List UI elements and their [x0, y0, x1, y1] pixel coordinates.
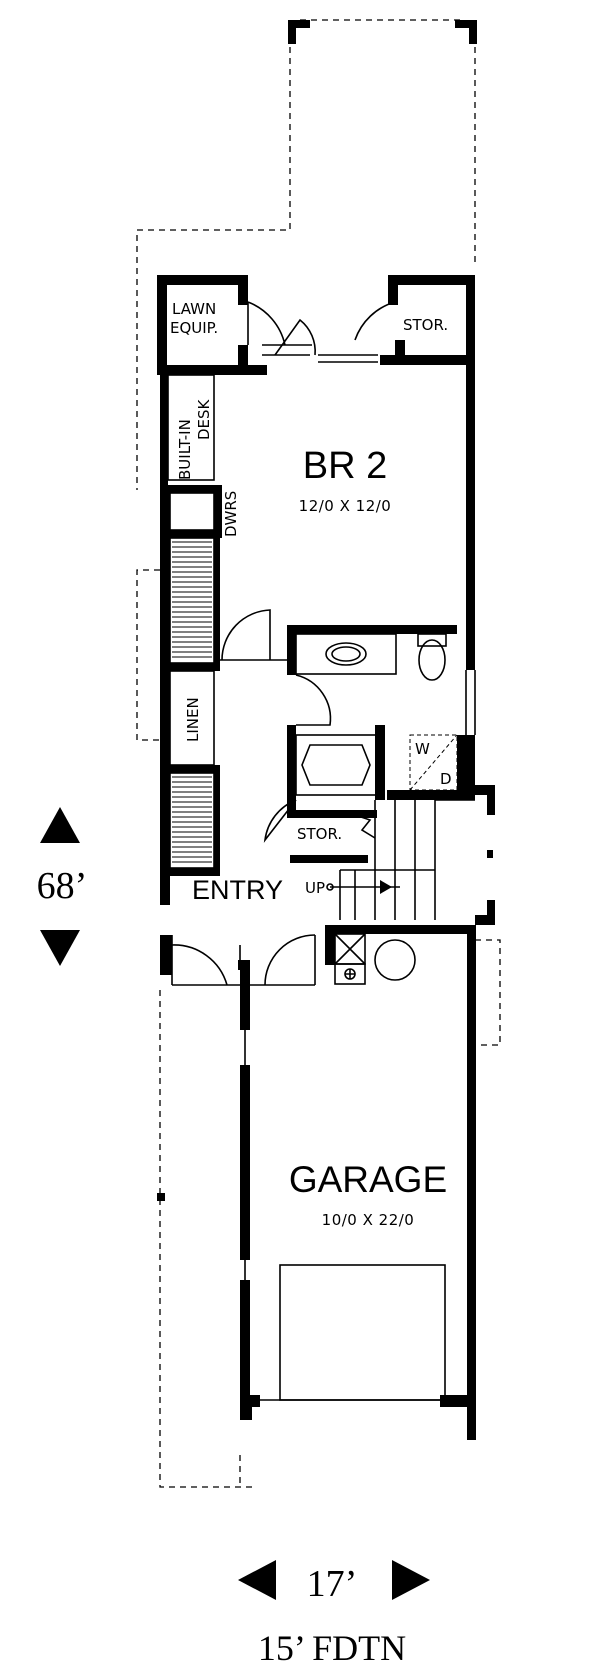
- washer-label: W: [415, 740, 430, 758]
- closet-hatching: [172, 541, 212, 863]
- depth-dimension: 68’: [37, 807, 88, 966]
- fixtures: [167, 301, 476, 1401]
- linen-label: LINEN: [184, 697, 202, 742]
- builtin-desk-label-1: BUILT-IN: [176, 419, 194, 480]
- br2-dims: 12/0 X 12/0: [299, 497, 392, 515]
- right-arrow-icon: [392, 1560, 430, 1600]
- stairs: [330, 799, 475, 920]
- dashed-outlines: [136, 19, 501, 1488]
- stor-top-label: STOR.: [403, 316, 448, 334]
- lawn-equip-label-1: LAWN: [172, 300, 216, 318]
- dwrs-label: DWRS: [222, 491, 240, 537]
- dryer-label: D: [440, 770, 452, 788]
- lawn-equip-label-2: EQUIP.: [170, 319, 218, 337]
- garage-dims: 10/0 X 22/0: [322, 1211, 415, 1229]
- entry-up-label: UP: [305, 879, 325, 897]
- depth-label: 68’: [37, 865, 88, 907]
- garage-title: GARAGE: [289, 1159, 447, 1200]
- left-arrow-icon: [238, 1560, 276, 1600]
- br2-title: BR 2: [303, 445, 387, 487]
- up-arrow-icon: [40, 807, 80, 843]
- width-label: 17’: [307, 1563, 358, 1605]
- entry-title: ENTRY: [192, 875, 283, 905]
- down-arrow-icon: [40, 930, 80, 966]
- closet-shelves-lower: [169, 772, 215, 869]
- width-dimension: 17’ 15’ FDTN: [238, 1560, 430, 1668]
- walls: [157, 20, 495, 1440]
- labels: LAWN EQUIP. STOR. BUILT-IN DESK DWRS LIN…: [170, 300, 452, 1229]
- stor-stair-label: STOR.: [297, 825, 342, 843]
- closet-shelves-upper: [169, 537, 215, 664]
- builtin-desk-label-2: DESK: [195, 398, 213, 440]
- foundation-label: 15’ FDTN: [258, 1628, 406, 1668]
